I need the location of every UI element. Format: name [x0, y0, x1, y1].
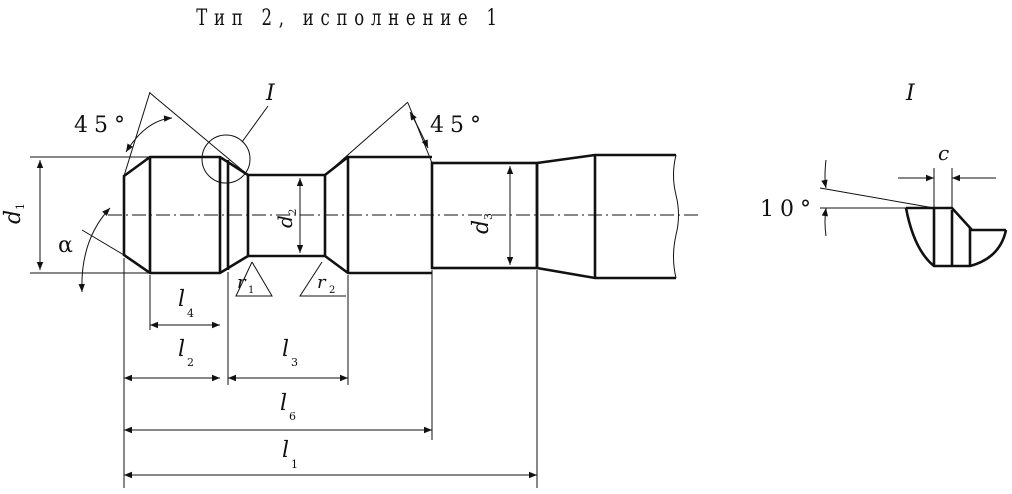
d3-subscript: 3: [482, 213, 495, 220]
d3-label: d: [469, 220, 494, 234]
r2-label: r: [317, 272, 327, 293]
alpha-label: α: [58, 233, 73, 258]
l1-subscript: 1: [291, 458, 298, 471]
d2-subscript: 2: [288, 209, 299, 215]
part-outline: [122, 153, 679, 280]
l2-subscript: 2: [187, 356, 194, 369]
l3-label: l: [282, 337, 289, 362]
l6-subscript: 6: [289, 410, 296, 423]
detail-circle: [201, 134, 251, 184]
drawing-title: Тип 2, исполнение 1: [196, 6, 504, 31]
d2-label: d: [273, 215, 297, 228]
l2-label: l: [178, 337, 185, 362]
r1-subscript: 1: [248, 285, 254, 296]
angle-45-right-label: 45°: [430, 113, 487, 138]
l4-subscript: 4: [187, 307, 194, 320]
r2-subscript: 2: [329, 285, 335, 296]
detail-label: I: [905, 81, 916, 106]
l6-label: l: [280, 391, 287, 416]
r1-label: r: [237, 272, 247, 293]
d1-subscript: 1: [14, 203, 27, 210]
detail-view: [819, 159, 1008, 268]
detail-c-label: c: [938, 141, 949, 165]
detail-angle-label: 10°: [760, 197, 817, 222]
d1-label: d: [1, 210, 26, 224]
l4-label: l: [178, 287, 185, 312]
l1-label: l: [282, 438, 289, 463]
detail-callout-label: I: [265, 81, 276, 106]
l3-subscript: 3: [291, 356, 298, 369]
angle-45-left-label: 45°: [74, 113, 131, 138]
